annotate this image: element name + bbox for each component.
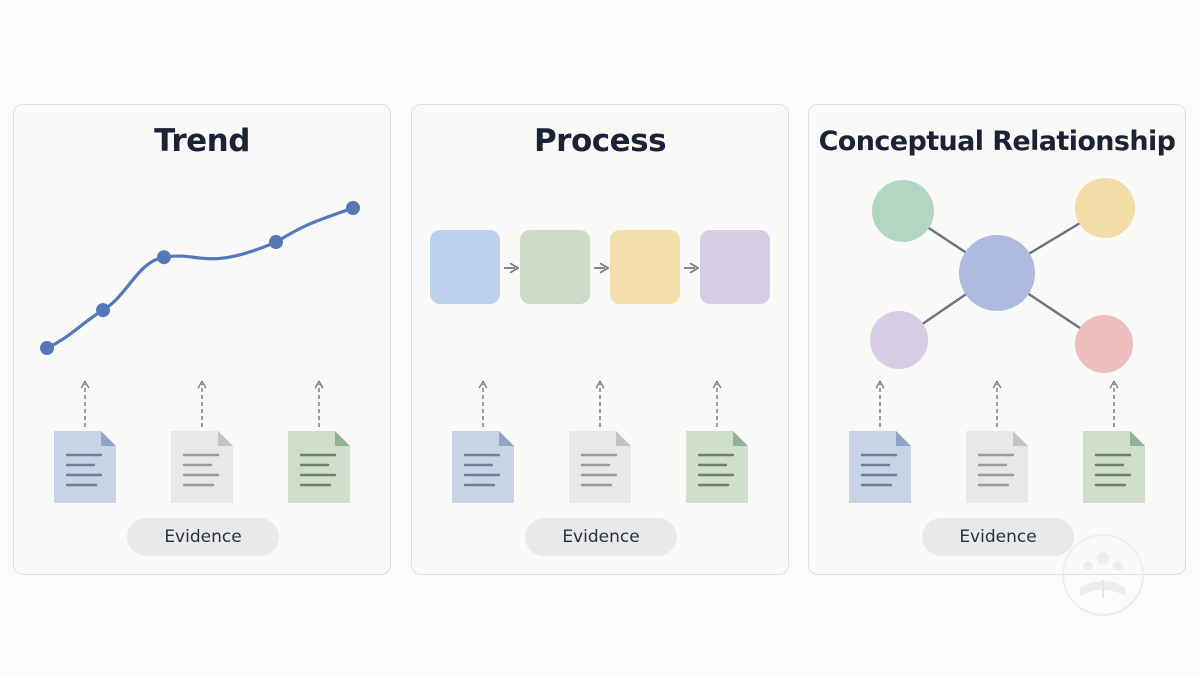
document-icon xyxy=(966,431,1028,503)
trend-point xyxy=(269,235,283,250)
document-icon xyxy=(171,431,233,503)
document-icon xyxy=(849,431,911,503)
document-icon xyxy=(686,431,748,503)
trend-line-chart xyxy=(40,201,360,503)
process-panel: Process Evidence xyxy=(411,104,789,575)
process-step xyxy=(520,230,590,304)
document-icon xyxy=(288,431,350,503)
concept-node xyxy=(872,180,934,242)
concept-hub xyxy=(959,235,1035,311)
evidence-badge-trend: Evidence xyxy=(127,518,279,556)
panel-title-process: Process xyxy=(533,123,667,159)
process-step xyxy=(610,230,680,304)
concept-node xyxy=(1075,315,1133,373)
process-flow-diagram xyxy=(430,230,770,503)
concept-node xyxy=(1075,178,1135,238)
evidence-badge-concept: Evidence xyxy=(922,518,1074,556)
concept-panel: Conceptual Relationship Evidence xyxy=(808,104,1186,575)
trend-point xyxy=(157,250,171,265)
panel-title-trend: Trend xyxy=(154,123,250,159)
document-icon xyxy=(54,431,116,503)
trend-line xyxy=(45,206,355,350)
document-icon xyxy=(1083,431,1145,503)
panel-title-concept: Conceptual Relationship xyxy=(818,126,1176,157)
trend-point xyxy=(40,341,54,355)
evidence-badge-process: Evidence xyxy=(525,518,677,556)
process-step xyxy=(430,230,500,304)
trend-point xyxy=(96,303,110,318)
document-icon xyxy=(452,431,514,503)
concept-node xyxy=(870,311,928,369)
concept-network-diagram xyxy=(849,178,1145,503)
trend-panel: Trend Evidence xyxy=(13,104,391,575)
watermark-logo-icon xyxy=(1062,534,1144,616)
trend-point xyxy=(346,201,360,215)
process-step xyxy=(700,230,770,304)
document-icon xyxy=(569,431,631,503)
